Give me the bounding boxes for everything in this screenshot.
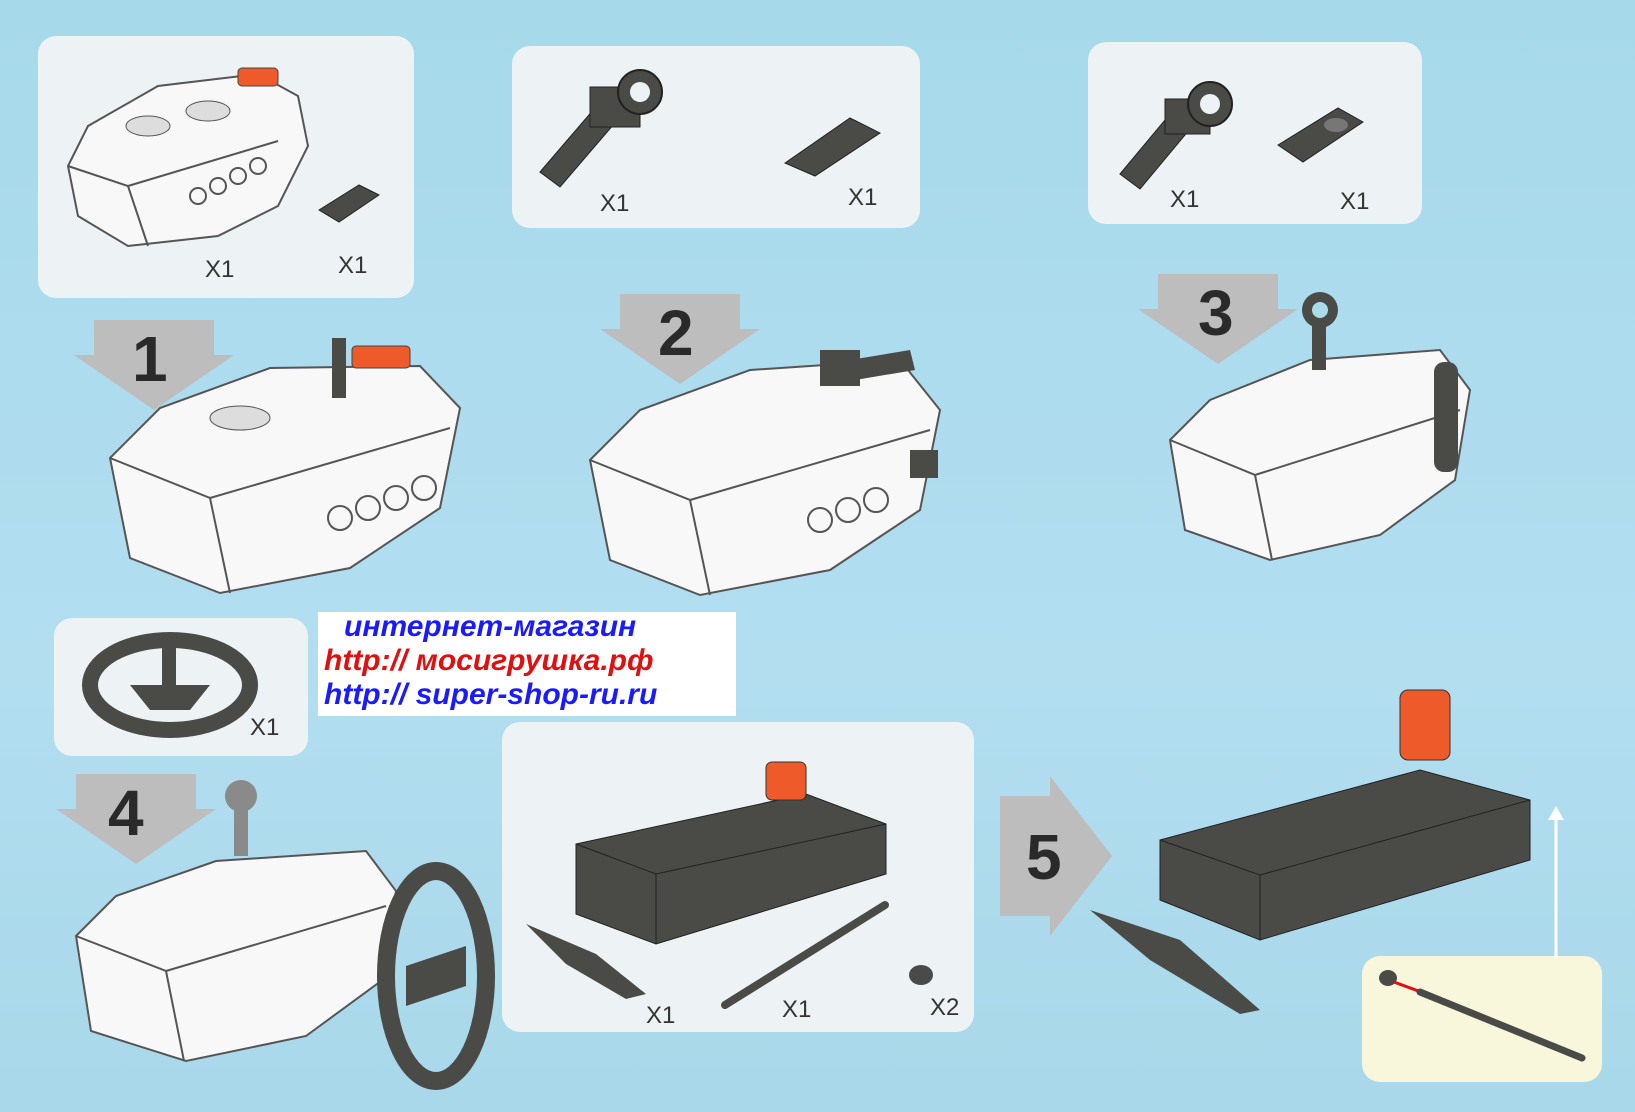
step-3-arrow xyxy=(1138,274,1298,364)
step-4-part-1-qty: X1 xyxy=(250,714,280,741)
watermark-line-1: интернет-магазин xyxy=(344,610,637,643)
step-2-part-1-qty: X1 xyxy=(600,190,630,217)
motor-box-icon xyxy=(66,67,310,248)
step-4-number: 4 xyxy=(108,777,144,849)
pointer-arrow-icon xyxy=(1548,806,1564,958)
step-2-arrow xyxy=(600,294,760,384)
step-5-part-1-qty: X1 xyxy=(646,1002,676,1029)
axle-pin-connector-icon-2 xyxy=(1119,81,1233,190)
parts-panel-step-3 xyxy=(1088,42,1422,224)
step-5-arrow xyxy=(1000,776,1112,936)
steering-wheel-icon xyxy=(82,632,258,738)
bushing-icon xyxy=(909,965,933,985)
axle-pin-connector-icon xyxy=(539,69,663,188)
bushing-pin-icon xyxy=(783,117,881,177)
step-3-assembly xyxy=(1168,292,1472,562)
watermark-line-2: http:// мосигрушка.рф xyxy=(324,644,654,677)
step-2-number: 2 xyxy=(658,297,694,369)
step-5-part-3-qty: X2 xyxy=(930,994,960,1021)
inset-axle-icon xyxy=(1379,970,1586,1062)
watermark-box xyxy=(318,612,736,716)
axle-rod-icon xyxy=(721,901,889,1009)
step-4-assembly xyxy=(74,780,495,1090)
step-5-number: 5 xyxy=(1026,821,1062,893)
step-1-arrow xyxy=(74,320,234,410)
step-1-number: 1 xyxy=(132,323,168,395)
step-3-part-1-qty: X1 xyxy=(1170,186,1200,213)
step-1-part-1-qty: X1 xyxy=(205,256,235,283)
step-4-arrow xyxy=(56,774,216,864)
step-3-part-2-qty: X1 xyxy=(1340,188,1370,215)
liftarm-icon xyxy=(1277,107,1364,163)
watermark-line-3: http:// super-shop-ru.ru xyxy=(324,678,658,711)
step-2-assembly xyxy=(588,350,942,597)
step-5-assembly xyxy=(1090,689,1531,1014)
axle-connector-icon xyxy=(318,184,380,223)
step-3-number: 3 xyxy=(1198,277,1234,349)
step-1-part-2-qty: X1 xyxy=(338,252,368,279)
brick-chassis-icon xyxy=(526,761,887,999)
step-1-assembly xyxy=(108,338,462,595)
step-2-part-2-qty: X1 xyxy=(848,184,878,211)
step-5-part-2-qty: X1 xyxy=(782,996,812,1023)
